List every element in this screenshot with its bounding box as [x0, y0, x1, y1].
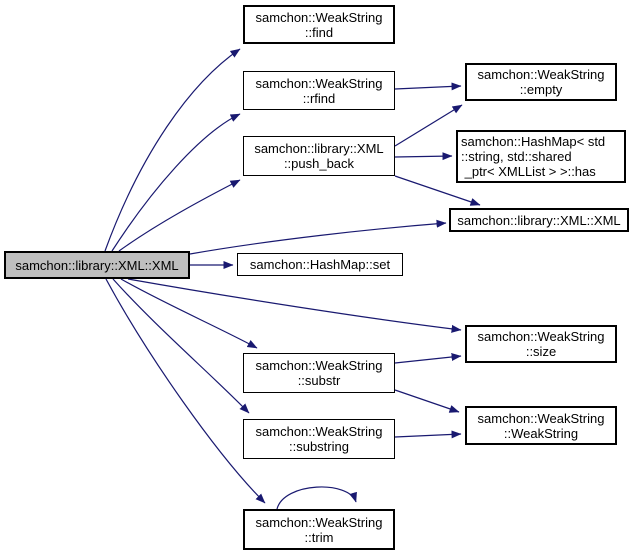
- node-label: ::push_back: [283, 156, 355, 171]
- node-weakstring-substring[interactable]: samchon::WeakString ::substring: [243, 419, 395, 459]
- edge-main-to-substr: [120, 278, 258, 349]
- node-label: samchon::WeakString: [255, 75, 383, 91]
- node-weakstring-substr[interactable]: samchon::WeakString ::substr: [243, 353, 395, 393]
- node-label: ::substring: [289, 439, 349, 454]
- node-label: ::find: [304, 24, 334, 40]
- edge-main-to-xml2: [189, 219, 447, 255]
- node-weakstring-rfind[interactable]: samchon::WeakString ::rfind: [243, 71, 395, 110]
- node-weakstring-trim[interactable]: samchon::WeakString ::trim: [243, 509, 395, 550]
- node-label: ::rfind: [302, 90, 336, 106]
- edge-push-back-to-empty: [394, 104, 463, 147]
- edge-main-to-trim: [105, 278, 266, 504]
- node-label: samchon::library::XML::XML: [457, 212, 621, 228]
- edge-push-back-to-has: [394, 152, 453, 161]
- edge-main-to-rfind: [111, 113, 241, 252]
- node-label: samchon::library::XML: [254, 141, 384, 156]
- node-label: samchon::library::XML::XML: [15, 257, 179, 273]
- node-label: samchon::WeakString: [255, 514, 383, 530]
- node-weakstring-empty[interactable]: samchon::WeakString ::empty: [465, 63, 617, 101]
- node-label: ::substr: [297, 373, 341, 388]
- node-label: samchon::WeakString: [477, 329, 605, 344]
- node-hashmap-has[interactable]: samchon::HashMap< std ::string, std::sha…: [456, 130, 626, 183]
- edge-main-to-find: [104, 48, 241, 252]
- node-xml-xml-constructor[interactable]: samchon::library::XML::XML: [449, 208, 629, 232]
- node-label: samchon::HashMap::set: [249, 257, 391, 272]
- node-label: samchon::WeakString: [477, 410, 605, 426]
- node-weakstring-size[interactable]: samchon::WeakString ::size: [465, 325, 617, 363]
- node-label: ::empty: [519, 82, 563, 97]
- node-label: ::trim: [304, 529, 334, 545]
- node-hashmap-set[interactable]: samchon::HashMap::set: [237, 253, 403, 276]
- node-label: samchon::HashMap< std: [461, 134, 606, 149]
- node-label: samchon::WeakString: [255, 358, 383, 373]
- edge-main-to-size: [127, 278, 462, 333]
- edge-main-to-push-back: [118, 179, 241, 252]
- edge-substr-to-weakstring: [394, 389, 460, 413]
- node-label: _ptr< XMLList > >::has: [461, 164, 596, 179]
- node-weakstring-find[interactable]: samchon::WeakString ::find: [243, 5, 395, 44]
- edge-rfind-to-empty: [394, 82, 462, 91]
- node-label: ::WeakString: [503, 425, 579, 441]
- edge-push-back-to-xml2: [394, 175, 481, 206]
- node-label: ::string, std::shared: [461, 149, 572, 164]
- edge-main-to-substring: [112, 278, 250, 414]
- node-label: ::size: [525, 344, 557, 359]
- node-label: samchon::WeakString: [255, 9, 383, 25]
- node-label: samchon::WeakString: [255, 424, 383, 439]
- node-weakstring-constructor[interactable]: samchon::WeakString ::WeakString: [465, 406, 617, 445]
- edge-trim-self-loop: [276, 486, 357, 510]
- edge-substr-to-size: [394, 353, 462, 364]
- edge-substring-to-weakstring: [394, 430, 462, 439]
- node-xml-push-back[interactable]: samchon::library::XML ::push_back: [243, 136, 395, 176]
- node-xml-xml-current: samchon::library::XML::XML: [4, 251, 190, 279]
- node-label: samchon::WeakString: [477, 67, 605, 82]
